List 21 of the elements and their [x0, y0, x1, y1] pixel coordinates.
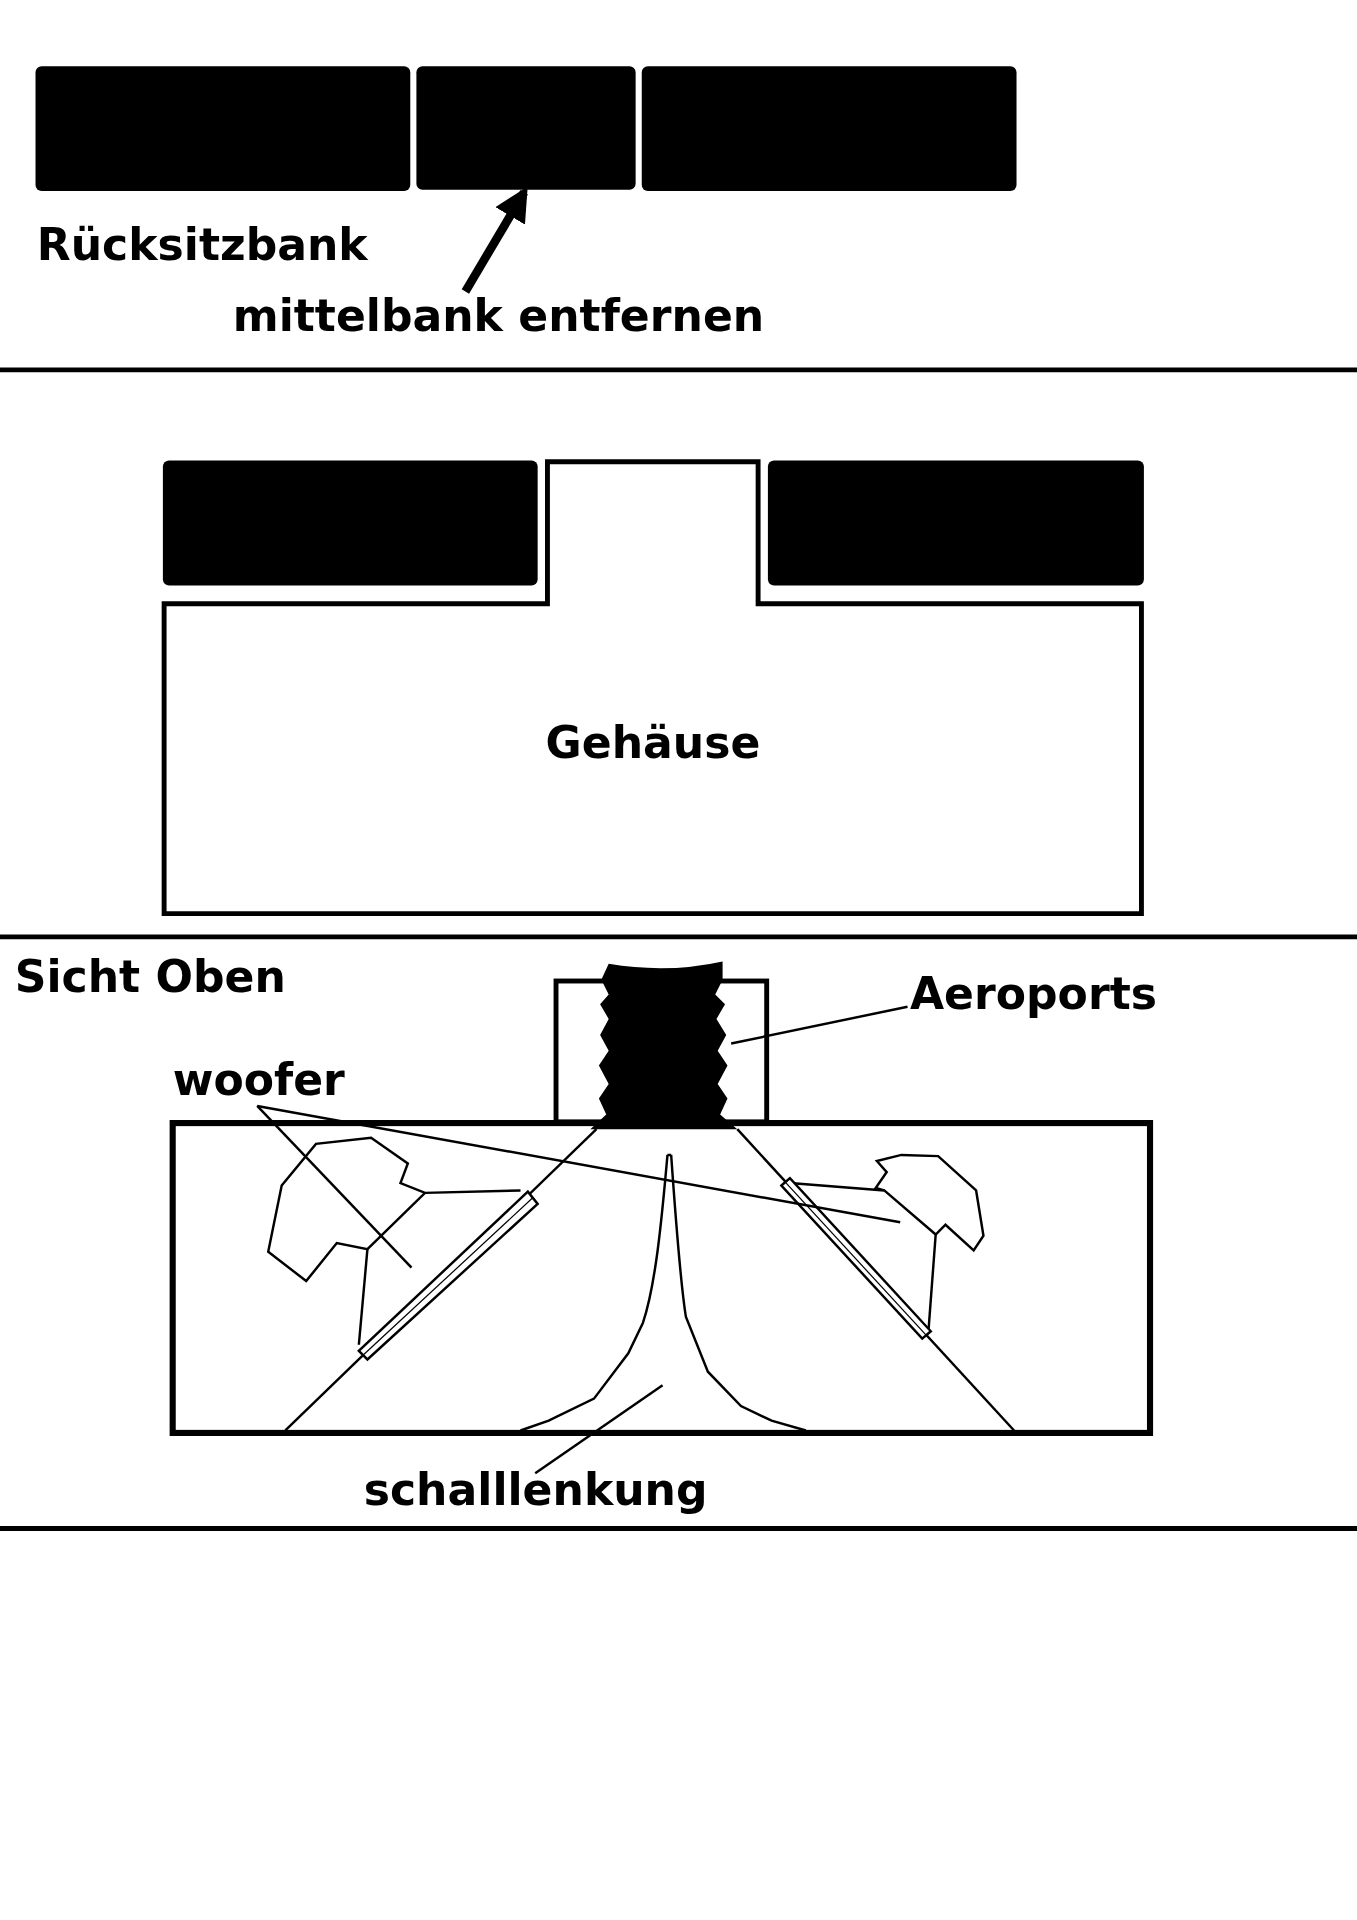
leader-line — [256, 1105, 413, 1269]
woofer-drawing — [779, 1153, 985, 1341]
seat-block — [35, 66, 411, 192]
seat-block — [641, 66, 1017, 192]
seat-label: Rücksitzbank — [36, 218, 368, 272]
seat-block — [162, 460, 538, 586]
callout-label: mittelbank entfernen — [232, 289, 765, 343]
leader-line — [256, 1104, 901, 1224]
seat-block — [416, 66, 636, 190]
sound-deflector-drawing — [519, 1153, 808, 1432]
woofer-drawing — [266, 1136, 540, 1362]
housing-outline — [161, 459, 1144, 917]
view-label: Sicht Oben — [14, 950, 286, 1004]
aeroport-drawing — [590, 961, 738, 1130]
housing-label: Gehäuse — [545, 716, 761, 770]
callout-label: schalllenkung — [363, 1463, 708, 1518]
leader-line — [534, 1384, 664, 1475]
callout-label: Aeroports — [909, 967, 1157, 1022]
leader-line — [730, 1005, 908, 1045]
callout-label: woofer — [172, 1053, 345, 1108]
seat-block — [767, 460, 1144, 586]
